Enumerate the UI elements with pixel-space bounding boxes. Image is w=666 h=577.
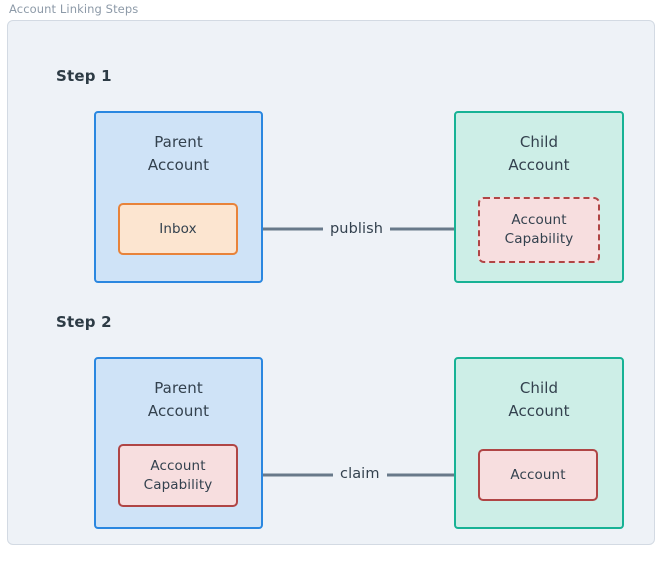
step-1-account-capability-node[interactable]: Account Capability [478, 197, 600, 263]
step-2-child-account-box[interactable]: Child Account [454, 357, 624, 529]
step-1-child-account-title: Child Account [508, 133, 570, 174]
figure-caption: Account Linking Steps [9, 2, 139, 16]
step-2-account-node[interactable]: Account [478, 449, 598, 501]
step-1-parent-account-title: Parent Account [147, 133, 210, 174]
step-2-child-account-title: Child Account [508, 379, 570, 420]
step-1-label: Step 1 [56, 67, 112, 85]
step-2-label: Step 2 [56, 313, 112, 331]
diagram-root: Account Linking Steps Step 1 Parent Acco… [7, 2, 655, 545]
step-1-parent-account-box[interactable]: Parent Account [94, 111, 263, 283]
diagram-canvas: Step 1 Parent Account Inbox Child Accoun… [7, 20, 655, 545]
step-1-inbox-node[interactable]: Inbox [118, 203, 238, 255]
edge-claim-label: claim [333, 466, 387, 482]
step-2-account-capability-node[interactable]: Account Capability [118, 444, 238, 507]
step-2-parent-account-title: Parent Account [147, 379, 210, 420]
edge-publish-label: publish [323, 221, 391, 237]
